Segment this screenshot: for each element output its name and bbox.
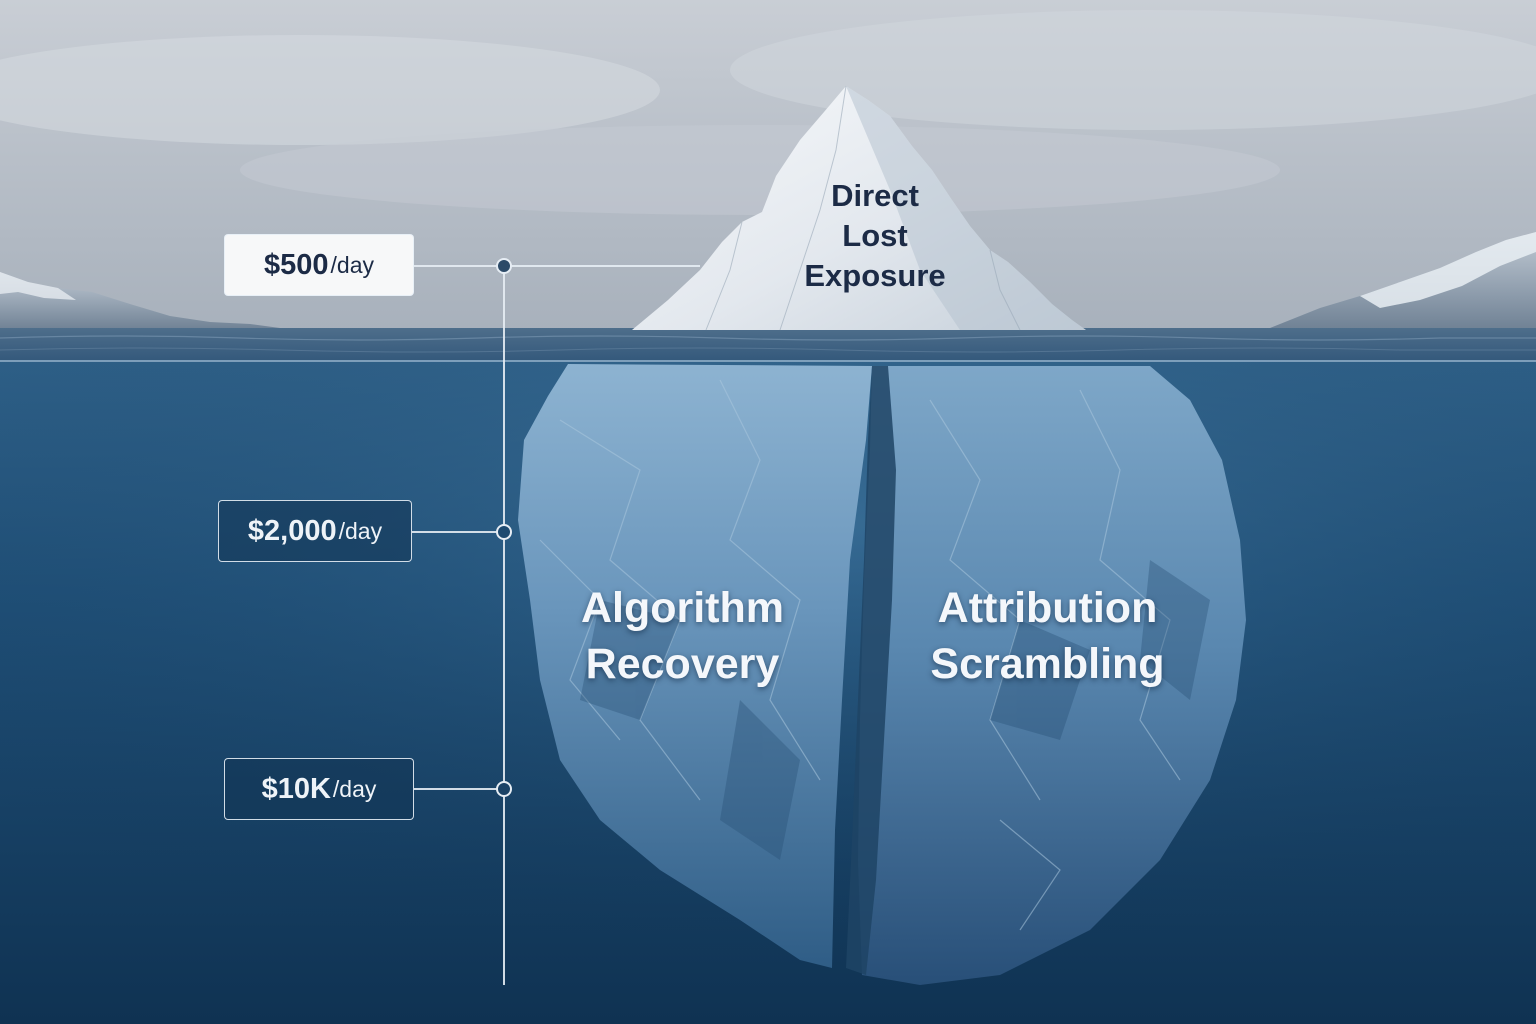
cloud: [240, 125, 1280, 215]
tip-label-line: Exposure: [804, 258, 946, 293]
cost-unit: /day: [338, 517, 383, 544]
cloud: [0, 35, 660, 145]
tip-label-line: Lost: [842, 218, 908, 253]
iceberg-right-mass: [858, 366, 1246, 985]
cost-box-2000: $2,000/day: [218, 500, 412, 562]
cost-amount: $500: [264, 248, 329, 281]
ice-facets: [539, 379, 1181, 931]
mountain-left: [0, 272, 280, 330]
cost-unit: /day: [330, 251, 374, 278]
cost-scale-lines: [412, 265, 700, 985]
cost-unit: /day: [332, 775, 377, 802]
cost-box-10k: $10K/day: [224, 758, 414, 820]
algorithm-recovery-label: Algorithm Recovery: [520, 580, 845, 692]
attribution-scrambling-label: Attribution Scrambling: [880, 580, 1215, 692]
cost-box-500: $500/day: [224, 234, 414, 296]
algorithm-label-line: Recovery: [585, 640, 780, 688]
ice-facets-dark: [580, 560, 1210, 860]
tip-facets: [705, 85, 1021, 331]
mountain-left-snow: [0, 272, 76, 300]
cost-amount: $2,000: [247, 514, 337, 547]
mountain-right-snow: [1360, 232, 1536, 308]
attribution-label-line: Scrambling: [930, 640, 1165, 688]
iceberg-left-mass: [518, 364, 872, 968]
surface-ripples: [0, 335, 1536, 341]
tip-label-line: Direct: [831, 178, 919, 213]
attribution-label-line: Attribution: [937, 584, 1158, 632]
cloud: [730, 10, 1536, 130]
scale-node-mid: [496, 524, 512, 540]
sea-surface: [0, 328, 1536, 362]
tip-label: Direct Lost Exposure: [742, 176, 1008, 296]
surface-ripples: [0, 347, 1536, 353]
cost-amount: $10K: [261, 772, 331, 805]
scale-node-low: [496, 781, 512, 797]
tip-shading: [846, 86, 1086, 330]
algorithm-label-line: Algorithm: [580, 584, 785, 632]
iceberg-crevice: [846, 366, 896, 975]
scale-node-top: [496, 258, 512, 274]
